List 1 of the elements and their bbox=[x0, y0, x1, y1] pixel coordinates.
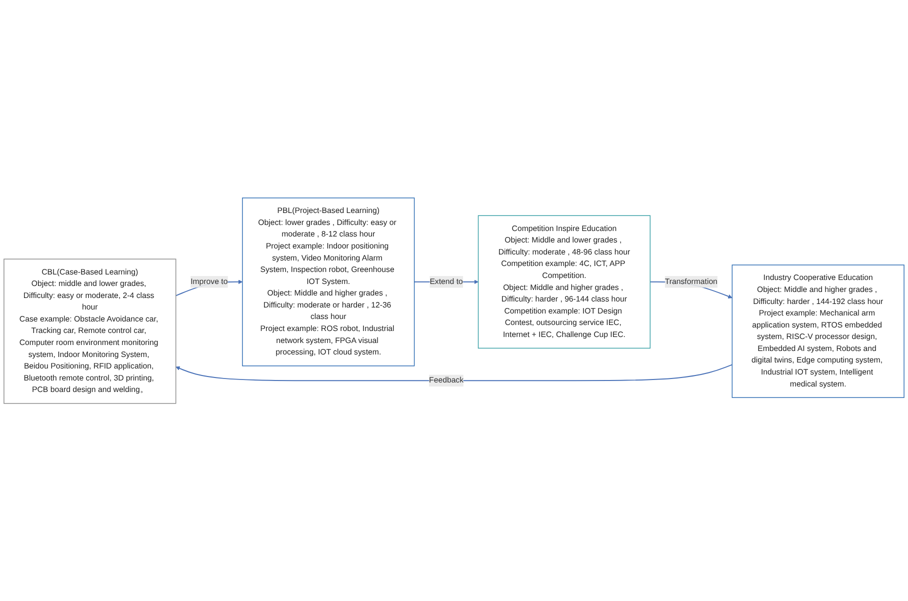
arrow bbox=[176, 364, 733, 381]
